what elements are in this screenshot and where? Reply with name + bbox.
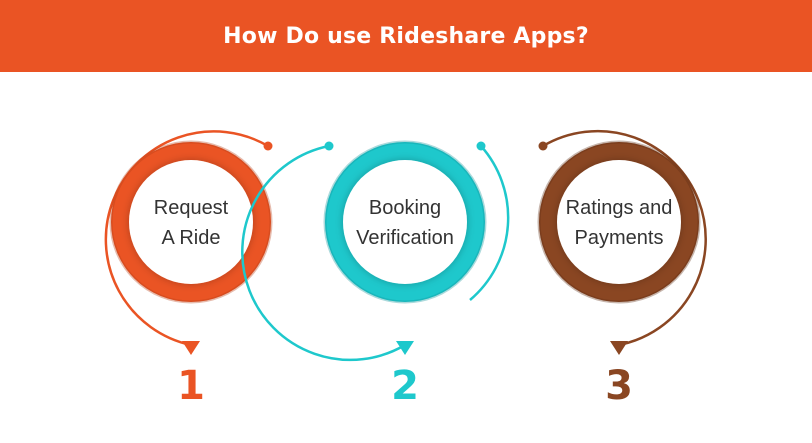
step-3-ring-shade (537, 140, 701, 304)
step-2-arrow-icon (396, 341, 414, 355)
step-2-label-line-2: Verification (356, 227, 454, 249)
step-2-ring-shade (323, 140, 487, 304)
step-2-label-line-1: Booking (369, 197, 441, 219)
step-3-arrow-icon (610, 341, 628, 355)
step-2-arc-dot-right (476, 141, 486, 151)
step-1-inner-circle (129, 160, 253, 284)
step-2-outer-arc (241, 144, 407, 362)
step-3-inner-circle (557, 160, 681, 284)
step-3-label-line-2: Payments (575, 227, 664, 249)
step-2-inner-circle (343, 160, 467, 284)
step-1-arc-dot (263, 141, 273, 151)
step-3-number: 3 (605, 363, 633, 409)
step-3-label-line-1: Ratings and (566, 197, 673, 219)
step-2: Booking Verification 2 (241, 140, 510, 409)
step-1-outer-arc (104, 130, 269, 352)
step-3-arc-dot (538, 141, 548, 151)
step-2-number: 2 (391, 363, 419, 409)
header-banner: How Do use Rideshare Apps? (0, 0, 812, 72)
step-1-ring-shade (109, 140, 273, 304)
step-1-label-line-1: Request (154, 197, 229, 219)
step-1-arrow-icon (182, 341, 200, 355)
step-1: Request A Ride 1 (104, 130, 273, 409)
page-title: How Do use Rideshare Apps? (223, 23, 589, 49)
step-3-outer-arc (542, 129, 707, 352)
step-2-arc-dot-left (324, 141, 334, 151)
step-3: Ratings and Payments 3 (537, 129, 707, 409)
step-1-label-line-2: A Ride (162, 227, 221, 249)
step-2-outer-arc-right (469, 145, 510, 301)
step-1-number: 1 (177, 363, 205, 409)
